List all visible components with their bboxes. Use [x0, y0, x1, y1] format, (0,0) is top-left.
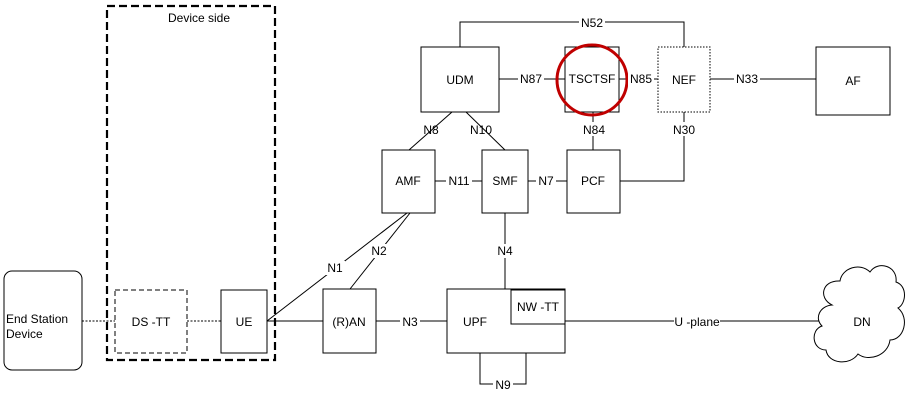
label-n33: N33: [736, 72, 758, 86]
nef-label: NEF: [672, 73, 696, 87]
tsctsf-node[interactable]: TSCTSF: [564, 46, 620, 113]
pcf-node[interactable]: PCF: [566, 149, 621, 214]
label-n30: N30: [673, 123, 695, 137]
label-n7: N7: [538, 174, 554, 188]
tsctsf-highlight-circle: [555, 43, 629, 117]
tsctsf-label: TSCTSF: [569, 72, 616, 86]
label-n85: N85: [630, 72, 652, 86]
label-n11: N11: [448, 174, 469, 188]
nw-tt-label: NW -TT: [517, 300, 560, 314]
smf-label: SMF: [492, 174, 517, 188]
pcf-label: PCF: [581, 174, 605, 188]
label-n9: N9: [495, 378, 511, 392]
label-n87: N87: [520, 72, 542, 86]
af-node[interactable]: AF: [815, 46, 891, 116]
interface-labels: N52 N87 N85 N33 N8 N10 N84 N30 N11 N7 N4…: [325, 15, 760, 392]
dn-cloud[interactable]: DN: [813, 265, 905, 363]
amf-label: AMF: [395, 174, 420, 188]
end-station-node[interactable]: End Station Device: [3, 270, 83, 371]
label-n8: N8: [423, 123, 439, 137]
label-n4: N4: [497, 244, 513, 258]
label-n10: N10: [470, 123, 492, 137]
nw-tt-node[interactable]: NW -TT: [510, 289, 566, 325]
end-station-label-line1: End Station: [6, 312, 68, 326]
ds-tt-node[interactable]: DS -TT: [114, 289, 188, 354]
ran-node[interactable]: (R)AN: [322, 288, 377, 354]
end-station-label-line2: Device: [6, 327, 43, 341]
udm-node[interactable]: UDM: [420, 46, 500, 113]
label-n52: N52: [581, 16, 603, 30]
af-label: AF: [845, 74, 860, 88]
upf-label: UPF: [463, 315, 487, 329]
label-u-plane: U -plane: [674, 315, 720, 329]
ue-node[interactable]: UE: [220, 289, 268, 354]
amf-node[interactable]: AMF: [381, 149, 436, 214]
edge-n52: [459, 21, 685, 47]
label-n1: N1: [327, 261, 343, 275]
ue-label: UE: [236, 315, 253, 329]
device-side-label: Device side: [168, 11, 230, 25]
edge-n10: [465, 111, 506, 151]
ran-label: (R)AN: [332, 315, 365, 329]
device-side-boundary: [105, 4, 277, 362]
edge-n8: [408, 111, 453, 151]
dn-cloud-shape: [813, 265, 905, 363]
label-n3: N3: [402, 315, 418, 329]
label-n84: N84: [583, 123, 605, 137]
dn-label: DN: [853, 315, 870, 329]
label-n2: N2: [371, 244, 387, 258]
nef-node[interactable]: NEF: [657, 46, 711, 113]
smf-node[interactable]: SMF: [481, 149, 529, 214]
udm-label: UDM: [446, 73, 473, 87]
ds-tt-label: DS -TT: [132, 315, 171, 329]
